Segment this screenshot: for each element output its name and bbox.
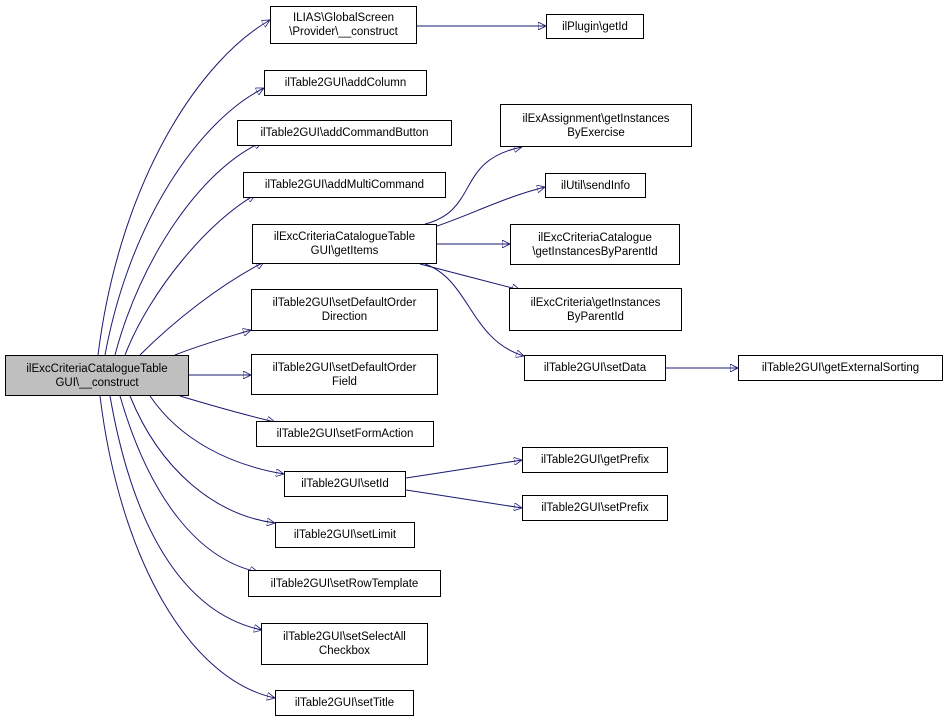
edge-root-provider [97, 20, 270, 356]
edge-getitems-setdata [424, 263, 524, 356]
node-setdefaultorderdirection[interactable]: ilTable2GUI\setDefaultOrder Direction [251, 289, 438, 331]
node-getinstancesbyexercise[interactable]: ilExAssignment\getInstances ByExercise [500, 104, 692, 147]
node-settitle[interactable]: ilTable2GUI\setTitle [275, 690, 414, 716]
node-getitems[interactable]: ilExcCriteriaCatalogueTable GUI\getItems [252, 224, 437, 264]
node-sendinfo[interactable]: ilUtil\sendInfo [545, 173, 646, 198]
edge-root-setselectallcheckbox [109, 395, 262, 630]
node-addcommandbutton[interactable]: ilTable2GUI\addCommandButton [237, 120, 452, 146]
edge-setid-setprefix [405, 489, 522, 508]
edge-root-setformaction [179, 395, 275, 422]
node-setdefaultorderfield[interactable]: ilTable2GUI\setDefaultOrder Field [251, 354, 438, 395]
node-setlimit[interactable]: ilTable2GUI\setLimit [275, 522, 415, 548]
node-getexternalsorting[interactable]: ilTable2GUI\getExternalSorting [738, 355, 943, 381]
edge-getitems-criteria-getinstances [419, 263, 520, 290]
edge-root-setrowtemplate [119, 395, 258, 572]
node-catalogue-getinstances[interactable]: ilExcCriteriaCatalogue \getInstancesByPa… [510, 224, 680, 265]
node-setprefix[interactable]: ilTable2GUI\setPrefix [522, 495, 668, 521]
node-setformaction[interactable]: ilTable2GUI\setFormAction [256, 421, 434, 447]
node-getprefix[interactable]: ilTable2GUI\getPrefix [522, 447, 668, 473]
node-setselectallcheckbox[interactable]: ilTable2GUI\setSelectAll Checkbox [261, 623, 428, 665]
edge-root-getitems [139, 261, 264, 356]
edge-root-settitle [99, 395, 275, 698]
edge-root-setdefaultorderdirection [174, 330, 251, 356]
edge-root-setlimit [129, 395, 275, 523]
edge-root-addcolumn [104, 87, 264, 356]
edge-root-addcommandbutton [114, 142, 262, 356]
node-addcolumn[interactable]: ilTable2GUI\addColumn [264, 70, 427, 96]
edge-getitems-sendinfo [436, 187, 545, 227]
edge-getitems-getinstancesbyexercise [424, 147, 522, 225]
edge-root-addmulticommand [124, 194, 255, 356]
edge-setid-getprefix [405, 460, 522, 479]
node-provider-construct[interactable]: ILIAS\GlobalScreen \Provider\__construct [270, 6, 417, 44]
edge-root-setid [149, 395, 284, 474]
node-setid[interactable]: ilTable2GUI\setId [284, 471, 406, 497]
node-root-construct: ilExcCriteriaCatalogueTable GUI\__constr… [5, 355, 189, 396]
node-setdata[interactable]: ilTable2GUI\setData [524, 355, 666, 381]
node-addmulticommand[interactable]: ilTable2GUI\addMultiCommand [243, 172, 446, 198]
node-plugin-getid[interactable]: ilPlugin\getId [546, 14, 644, 39]
node-criteria-getinstances[interactable]: ilExcCriteria\getInstances ByParentId [509, 288, 682, 331]
node-setrowtemplate[interactable]: ilTable2GUI\setRowTemplate [248, 570, 441, 597]
